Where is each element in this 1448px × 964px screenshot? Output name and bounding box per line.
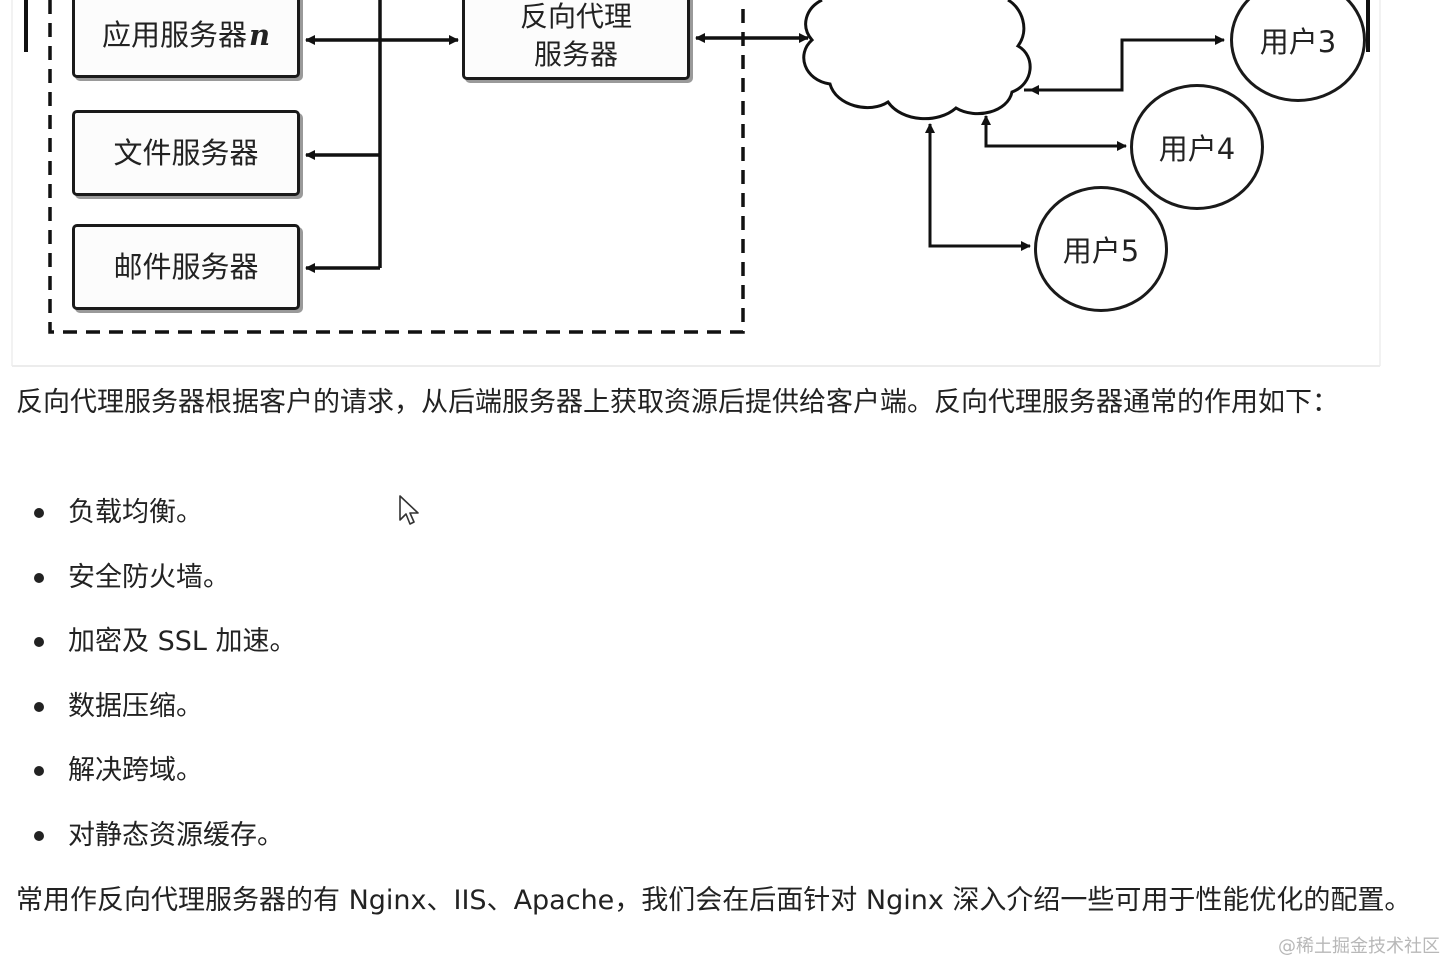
arrow-to-user3	[1024, 35, 1225, 92]
mail-server-label: 邮件服务器	[113, 249, 259, 284]
diagram-lines	[11, 0, 1381, 367]
internet-cloud	[802, 0, 1032, 121]
bullet-icon	[34, 830, 44, 841]
list-item: 加密及 SSL 加速。	[0, 617, 297, 682]
watermark: @稀土掘金技术社区	[1278, 936, 1440, 957]
list-item-text: 数据压缩。	[68, 690, 203, 722]
proxy-label-line2: 服务器	[533, 38, 618, 71]
server-group-dashed-border	[48, 0, 745, 334]
file-server-label: 文件服务器	[113, 135, 259, 170]
bullet-icon	[34, 508, 44, 518]
list-item-text: 安全防火墙。	[68, 561, 230, 593]
user5-node: 用户5	[1034, 186, 1168, 312]
list-item: 对静态资源缓存。	[0, 811, 297, 876]
bullet-icon	[34, 766, 44, 777]
app-server-n-label: 应用服务器	[101, 17, 247, 52]
list-item-text: 对静态资源缓存。	[68, 819, 284, 851]
proxy-functions-list: 负载均衡。 安全防火墙。 加密及 SSL 加速。 数据压缩。 解决跨域。 对静态…	[0, 488, 297, 876]
app-server-n-variable: n	[248, 17, 271, 52]
list-item: 数据压缩。	[0, 682, 297, 747]
file-server-box: 文件服务器	[72, 110, 300, 196]
arrow-to-user4	[984, 118, 1127, 151]
user5-label: 用户5	[1062, 234, 1140, 268]
mail-server-box: 邮件服务器	[72, 224, 300, 310]
outro-paragraph: 常用作反向代理服务器的有 Nginx、IIS、Apache，我们会在后面针对 N…	[16, 885, 1412, 916]
arrow-to-user5	[928, 150, 1031, 251]
list-item: 解决跨域。	[0, 746, 297, 811]
proxy-label-line1: 反向代理	[519, 0, 632, 33]
list-item: 负载均衡。	[0, 488, 297, 553]
list-item: 安全防火墙。	[0, 553, 297, 618]
bullet-icon	[34, 637, 44, 648]
list-item-text: 解决跨域。	[68, 755, 203, 787]
intro-paragraph: 反向代理服务器根据客户的请求，从后端服务器上获取资源后提供给客户端。反向代理服务…	[16, 387, 1339, 418]
user3-node: 用户3	[1230, 0, 1366, 102]
reverse-proxy-box: 反向代理 服务器	[462, 0, 690, 80]
user3-label: 用户3	[1259, 25, 1337, 59]
bullet-icon	[34, 572, 44, 583]
mouse-pointer-icon	[399, 495, 419, 525]
list-item-text: 加密及 SSL 加速。	[68, 626, 297, 658]
user4-node: 用户4	[1130, 84, 1264, 210]
user4-label: 用户4	[1158, 132, 1236, 166]
list-item-text: 负载均衡。	[68, 497, 203, 528]
bullet-icon	[34, 701, 44, 712]
